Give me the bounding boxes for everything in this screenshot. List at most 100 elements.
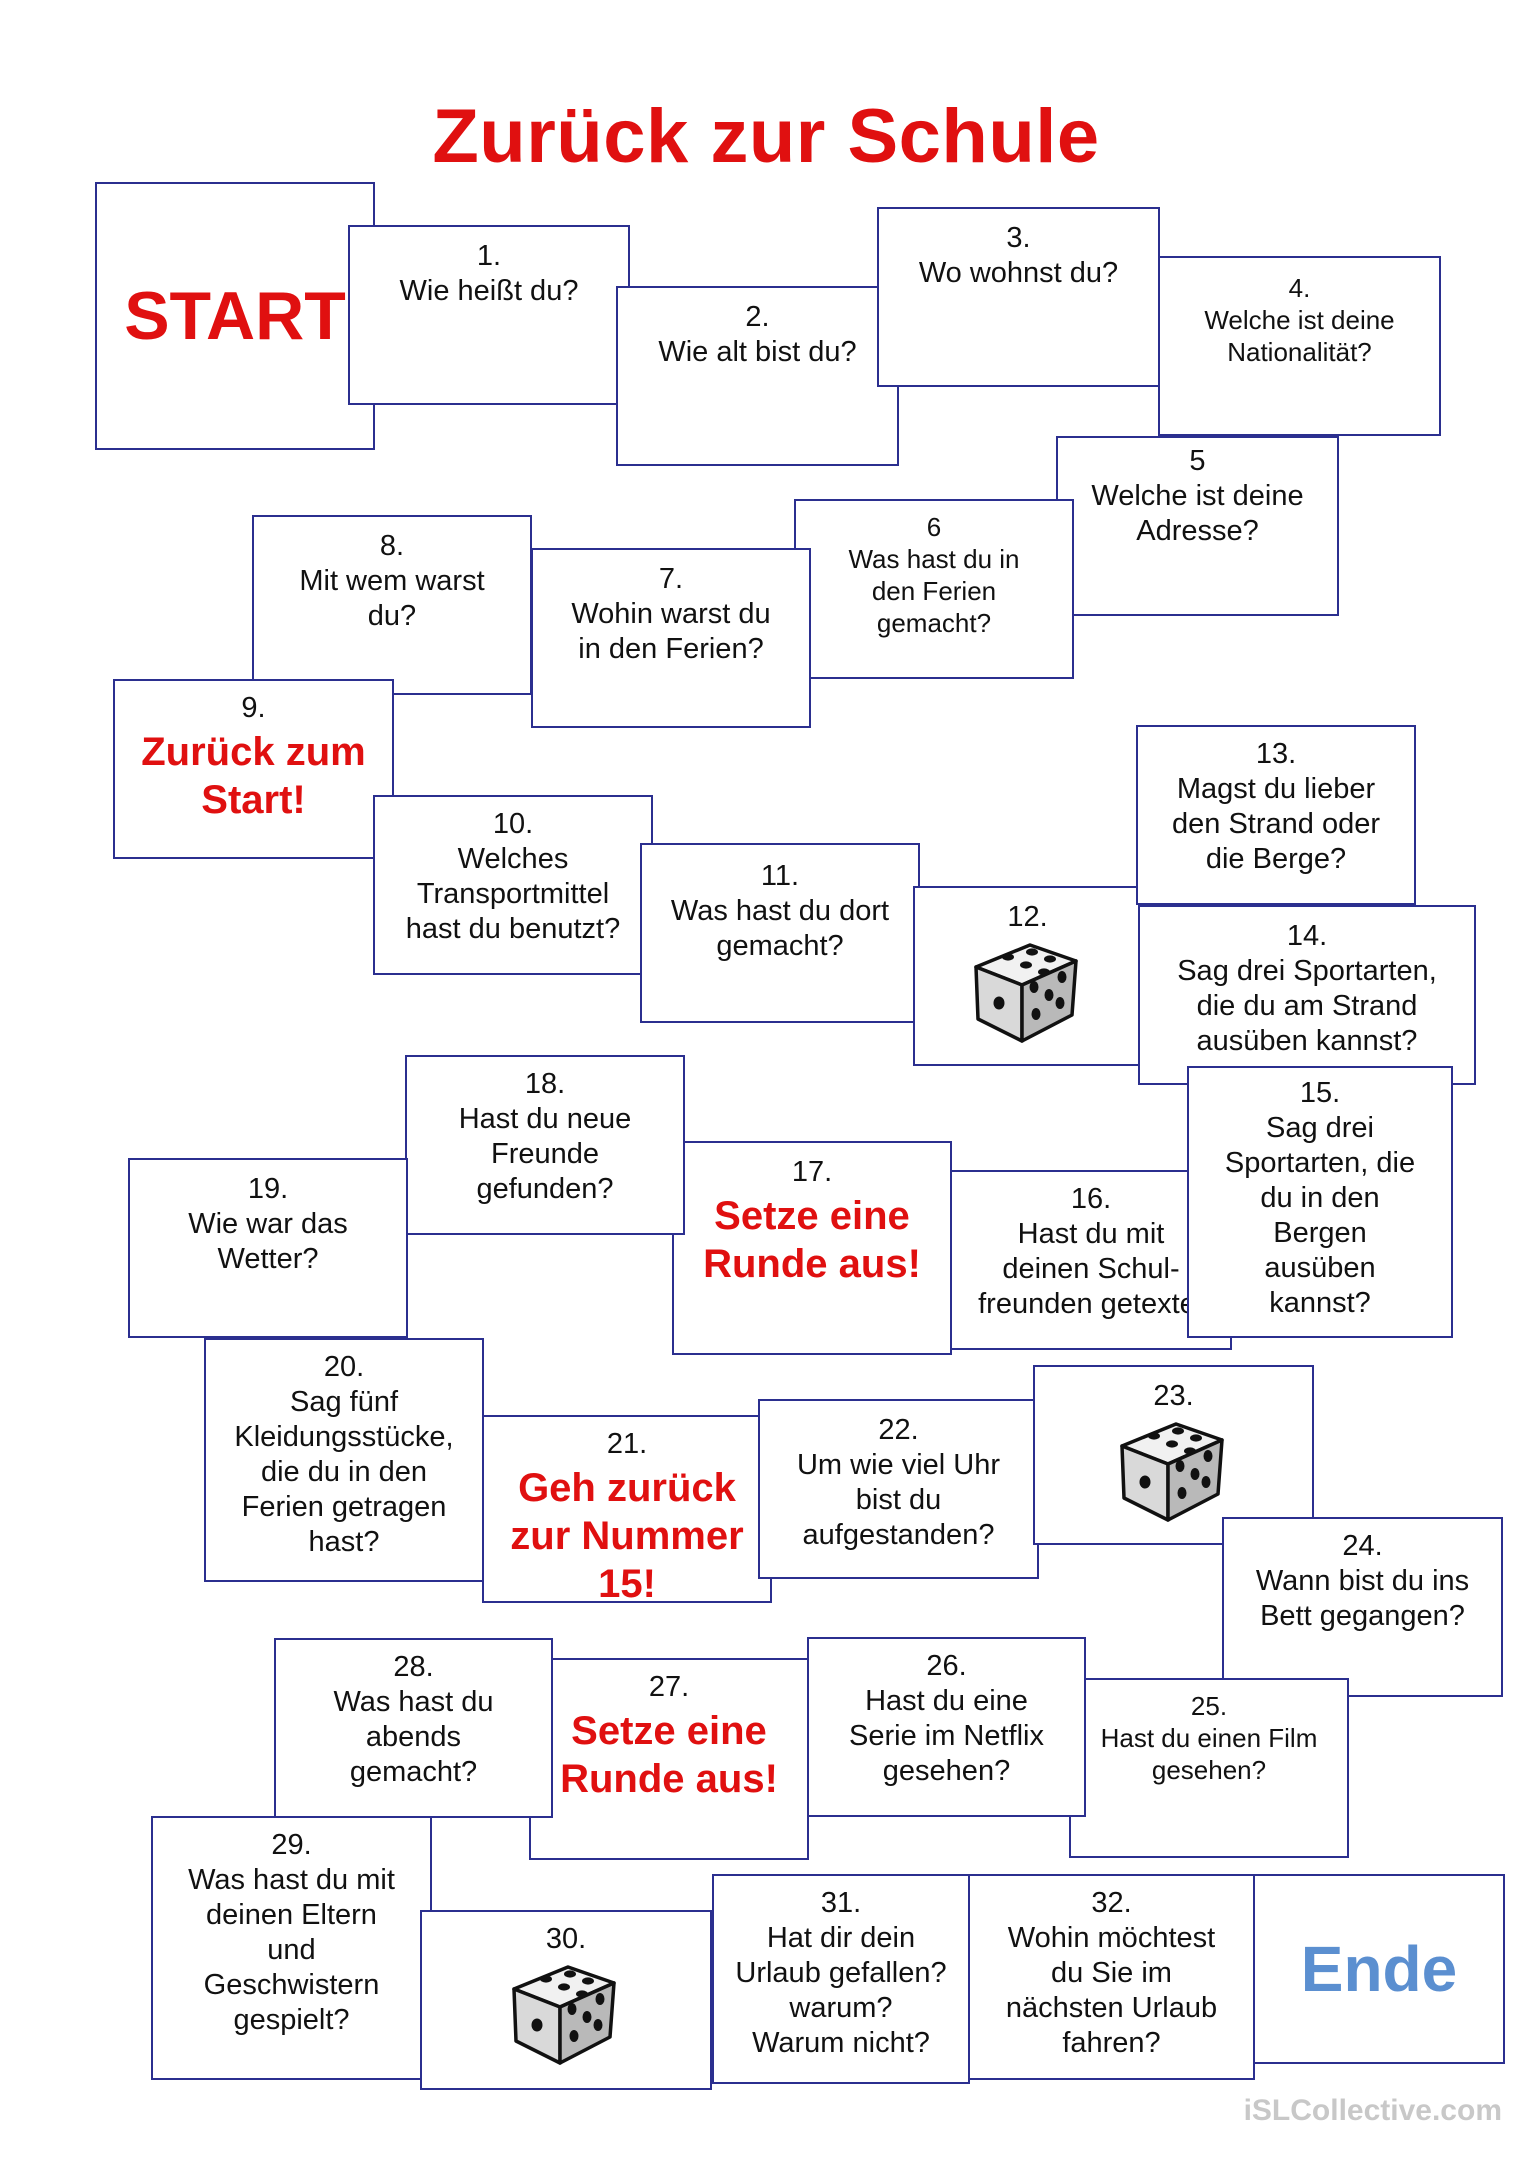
- dice-icon: [1114, 1416, 1234, 1526]
- field-question: Um wie viel Uhr bist du aufgestanden?: [796, 1449, 1001, 1551]
- field-21[interactable]: 21. Geh zurück zur Nummer 15!: [482, 1415, 772, 1606]
- field-14[interactable]: 14. Sag drei Sportarten, die du am Stran…: [1138, 905, 1476, 1085]
- field-17[interactable]: 17. Setze eine Runde aus!: [672, 1141, 952, 1355]
- field-number: 30.: [545, 1923, 587, 1955]
- field-number: 4.: [1288, 273, 1311, 303]
- field-question: Was hast du dort gemacht?: [670, 895, 890, 962]
- field-27[interactable]: 27. Setze eine Runde aus!: [529, 1658, 809, 1860]
- field-question: Wo wohnst du?: [918, 257, 1119, 289]
- field-question: Sag drei Sportarten, die du in den Berge…: [1224, 1112, 1416, 1319]
- field-question: Sag drei Sportarten, die du am Strand au…: [1177, 955, 1437, 1057]
- field-action: Setze eine Runde aus!: [703, 1194, 921, 1286]
- field-5[interactable]: 5 Welche ist deine Adresse?: [1056, 436, 1339, 616]
- field-25[interactable]: 25. Hast du einen Film gesehen?: [1069, 1678, 1349, 1858]
- field-12[interactable]: 12.: [913, 886, 1142, 1066]
- field-9[interactable]: 9. Zurück zum Start!: [113, 679, 394, 859]
- field-32[interactable]: 32. Wohin möchtest du Sie im nächsten Ur…: [968, 1874, 1255, 2080]
- field-action: Zurück zum Start!: [141, 730, 366, 822]
- field-number: 5: [1189, 445, 1206, 477]
- watermark: iSLCollective.com: [1243, 2094, 1502, 2127]
- field-10[interactable]: 10. Welches Transportmittel hast du benu…: [373, 795, 653, 975]
- field-action: Setze eine Runde aus!: [560, 1709, 778, 1801]
- field-number: 24.: [1342, 1530, 1383, 1562]
- field-4[interactable]: 4. Welche ist deine Nationalität?: [1158, 256, 1441, 436]
- field-question: Welches Transportmittel hast du benutzt?: [405, 843, 621, 945]
- field-30[interactable]: 30.: [420, 1910, 712, 2090]
- field-31[interactable]: 31. Hat dir dein Urlaub gefallen? warum?…: [712, 1874, 970, 2084]
- field-7[interactable]: 7. Wohin warst du in den Ferien?: [531, 548, 811, 728]
- field-number: 3.: [1006, 222, 1031, 254]
- field-number: 23.: [1153, 1380, 1194, 1412]
- start-field[interactable]: START: [95, 182, 375, 450]
- field-question: Wohin möchtest du Sie im nächsten Urlaub…: [1005, 1922, 1218, 2059]
- dice-icon: [506, 1959, 626, 2069]
- field-question: Mit wem warst du?: [299, 565, 485, 632]
- field-question: Wie heißt du?: [399, 275, 579, 307]
- field-13[interactable]: 13. Magst du lieber den Strand oder die …: [1136, 725, 1416, 905]
- field-number: 17.: [791, 1156, 833, 1188]
- field-question: Hast du eine Serie im Netflix gesehen?: [849, 1685, 1044, 1787]
- field-2[interactable]: 2. Wie alt bist du?: [616, 286, 899, 466]
- field-number: 29.: [271, 1829, 312, 1861]
- field-number: 19.: [247, 1173, 289, 1205]
- ende-label: Ende: [1300, 1933, 1458, 2005]
- field-number: 32.: [1091, 1887, 1132, 1919]
- field-number: 6: [926, 512, 942, 542]
- field-1[interactable]: 1. Wie heißt du?: [348, 225, 630, 405]
- field-16[interactable]: 16. Hast du mit deinen Schul- freunden g…: [950, 1170, 1232, 1350]
- field-8[interactable]: 8. Mit wem warst du?: [252, 515, 532, 695]
- ende-field[interactable]: Ende: [1253, 1874, 1505, 2064]
- dice-icon: [968, 937, 1088, 1047]
- field-question: Sag fünf Kleidungsstücke, die du in den …: [234, 1386, 454, 1558]
- field-number: 7.: [658, 563, 684, 595]
- field-number: 16.: [1070, 1183, 1112, 1215]
- field-number: 25.: [1190, 1691, 1228, 1721]
- field-question: Wann bist du ins Bett gegangen?: [1255, 1565, 1470, 1632]
- field-question: Welche ist deine Nationalität?: [1204, 305, 1395, 367]
- field-number: 8.: [379, 530, 405, 562]
- field-26[interactable]: 26. Hast du eine Serie im Netflix gesehe…: [807, 1637, 1086, 1817]
- page-title: Zurück zur Schule: [432, 94, 1100, 179]
- field-number: 12.: [1007, 901, 1048, 933]
- field-number: 9.: [241, 692, 266, 724]
- field-number: 26.: [926, 1650, 967, 1682]
- field-question: Was hast du abends gemacht?: [333, 1686, 494, 1788]
- field-number: 14.: [1286, 920, 1328, 952]
- field-29[interactable]: 29. Was hast du mit deinen Eltern und Ge…: [151, 1816, 432, 2080]
- field-24[interactable]: 24. Wann bist du ins Bett gegangen?: [1222, 1517, 1503, 1697]
- field-question: Wie war das Wetter?: [188, 1208, 348, 1275]
- field-3[interactable]: 3. Wo wohnst du?: [877, 207, 1160, 387]
- field-28[interactable]: 28. Was hast du abends gemacht?: [274, 1638, 553, 1818]
- field-number: 28.: [393, 1651, 434, 1683]
- start-label: START: [124, 278, 346, 354]
- field-question: Wie alt bist du?: [658, 336, 857, 368]
- field-question: Hat dir dein Urlaub gefallen? warum? War…: [735, 1922, 947, 2059]
- field-18[interactable]: 18. Hast du neue Freunde gefunden?: [405, 1055, 685, 1235]
- field-11[interactable]: 11. Was hast du dort gemacht?: [640, 843, 920, 1023]
- field-question: Was hast du mit deinen Eltern und Geschw…: [188, 1864, 395, 2036]
- field-question: Was hast du in den Ferien gemacht?: [848, 544, 1020, 638]
- field-question: Welche ist deine Adresse?: [1091, 480, 1304, 547]
- field-number: 15.: [1299, 1077, 1341, 1109]
- field-23[interactable]: 23.: [1033, 1365, 1314, 1545]
- field-number: 31.: [820, 1887, 862, 1919]
- field-number: 21.: [606, 1428, 648, 1460]
- field-number: 18.: [524, 1068, 566, 1100]
- field-question: Wohin warst du in den Ferien?: [571, 598, 771, 665]
- field-number: 1.: [476, 240, 502, 272]
- field-number: 2.: [745, 301, 770, 333]
- field-number: 22.: [878, 1414, 919, 1446]
- field-number: 27.: [648, 1671, 690, 1703]
- field-number: 11.: [760, 860, 800, 892]
- field-22[interactable]: 22. Um wie viel Uhr bist du aufgestanden…: [758, 1399, 1039, 1579]
- field-question: Hast du mit deinen Schul- freunden getex…: [978, 1218, 1204, 1320]
- field-question: Hast du neue Freunde gefunden?: [458, 1103, 632, 1205]
- field-19[interactable]: 19. Wie war das Wetter?: [128, 1158, 408, 1338]
- field-question: Magst du lieber den Strand oder die Berg…: [1172, 773, 1380, 875]
- field-20[interactable]: 20. Sag fünf Kleidungsstücke, die du in …: [204, 1338, 484, 1582]
- field-number: 10.: [492, 808, 534, 840]
- field-6[interactable]: 6 Was hast du in den Ferien gemacht?: [794, 499, 1074, 679]
- field-number: 20.: [323, 1351, 365, 1383]
- field-15[interactable]: 15. Sag drei Sportarten, die du in den B…: [1187, 1066, 1453, 1338]
